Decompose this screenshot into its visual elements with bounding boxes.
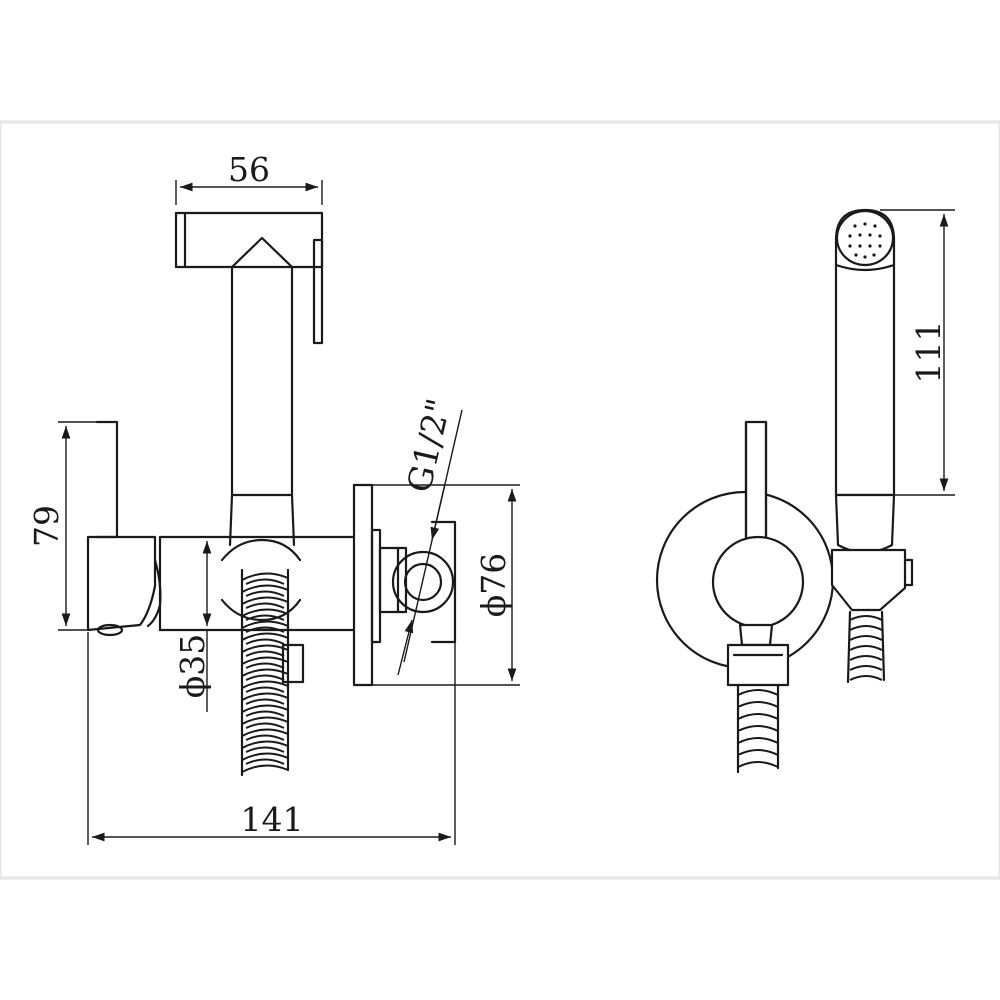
valve-body: [86, 420, 356, 684]
sprayer-front: [830, 208, 914, 612]
dimension-d35-label: ϕ35: [173, 634, 212, 699]
dimension-thread-label: G1/2": [399, 395, 458, 496]
front-view: [655, 208, 914, 774]
dimension-d76: ϕ76: [372, 484, 520, 686]
dimension-56-label: 56: [228, 150, 270, 189]
hose: [240, 568, 290, 777]
valve-front: [711, 420, 805, 687]
sprayer-head: [174, 211, 324, 345]
dimension-79-label: 79: [27, 505, 66, 547]
dimension-56: 56: [175, 150, 323, 205]
dimension-d76-label: ϕ76: [474, 553, 513, 618]
hose-front-right: [846, 610, 886, 684]
dimension-141-label: 141: [241, 800, 304, 839]
dimension-111: 111: [880, 209, 955, 496]
dimension-111-label: 111: [909, 321, 948, 384]
drawing-frame: [0, 120, 1000, 880]
dimension-141: 141: [87, 632, 456, 845]
dimension-d35: ϕ35: [173, 541, 212, 712]
wall-plate: [352, 483, 457, 687]
side-view: [86, 211, 457, 777]
spray-holes: [848, 222, 882, 259]
dimension-thread: G1/2": [397, 395, 463, 676]
sprayer-handle: [228, 265, 296, 547]
hose-front-bottom: [736, 683, 780, 774]
dimension-79: 79: [27, 421, 97, 631]
